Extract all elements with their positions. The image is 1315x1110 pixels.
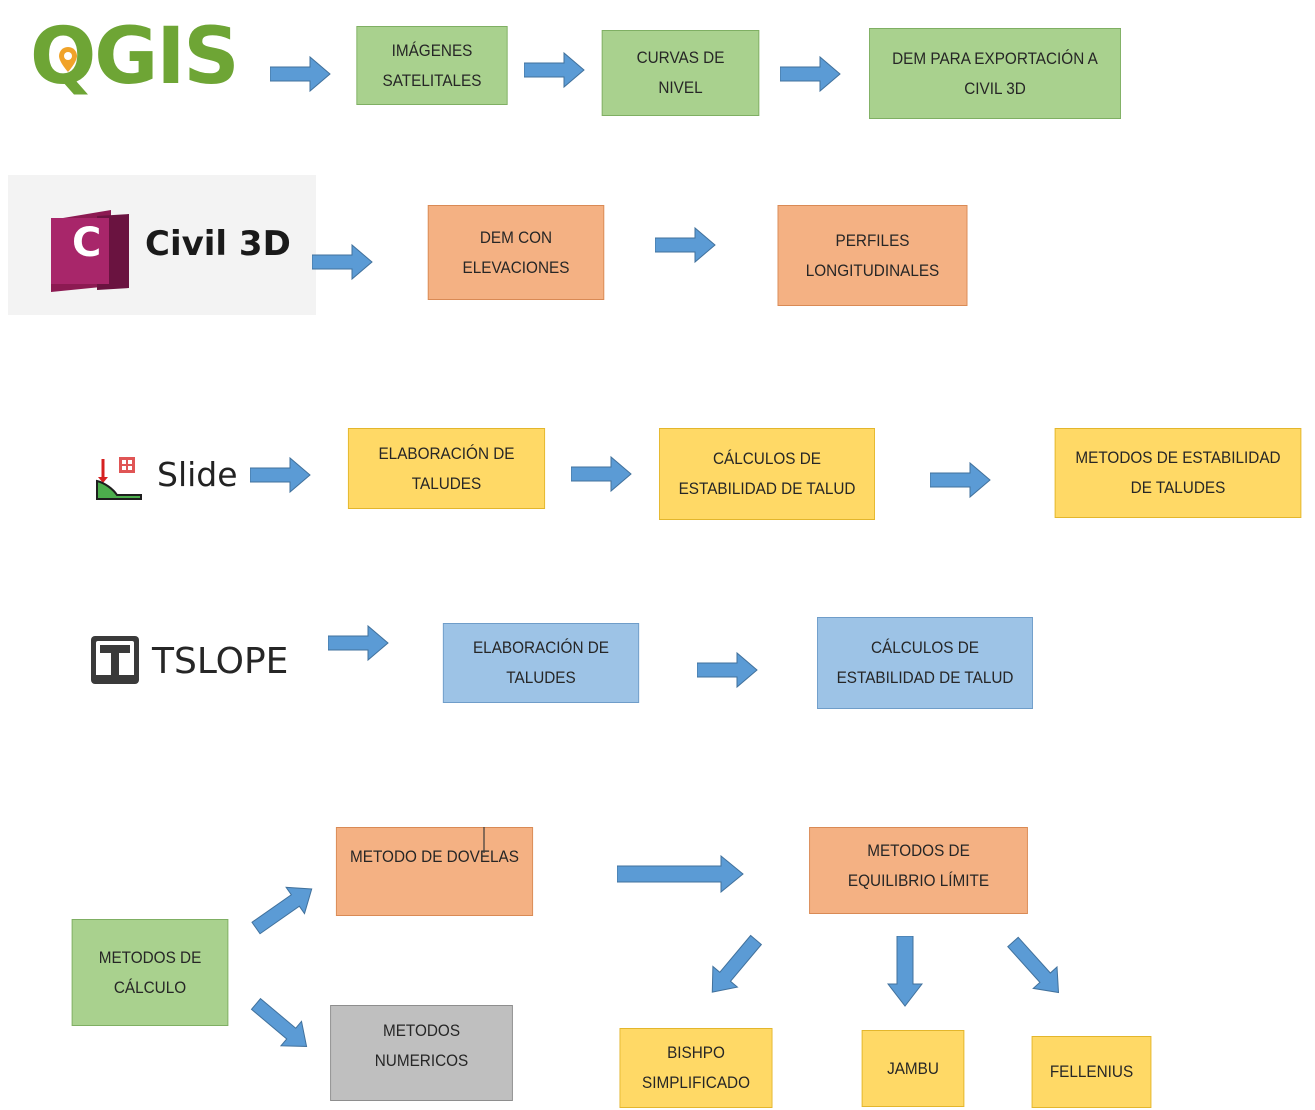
box-imagenes-satelitales-label: IMÁGENES SATELITALES [382, 40, 482, 90]
arrow-civil3d-to-dem-elev [312, 243, 373, 281]
box-dem-exportacion: DEM PARA EXPORTACIÓN A CIVIL 3D [869, 28, 1121, 119]
arrow-calculo-to-numericos [250, 997, 308, 1047]
qgis-pin-icon [59, 47, 77, 72]
box-jambu: JAMBU [861, 1030, 965, 1107]
box-slide-elaboracion-taludes-label: ELABORACIÓN DE TALUDES [378, 443, 515, 493]
arrow-curvas-to-dem [780, 55, 841, 93]
arrow-equilibrio-to-jambu [887, 936, 923, 1007]
box-perfiles-longitudinales-label: PERFILES LONGITUDINALES [805, 230, 940, 280]
box-dem-exportacion-label: DEM PARA EXPORTACIÓN A CIVIL 3D [892, 48, 1098, 98]
box-slide-calculos-estabilidad: CÁLCULOS DE ESTABILIDAD DE TALUD [659, 428, 875, 520]
box-metodos-estabilidad-taludes: METODOS DE ESTABILIDAD DE TALUDES [1054, 428, 1302, 518]
arrow-tslope-elaboracion-to-calculos [697, 651, 758, 689]
box-imagenes-satelitales: IMÁGENES SATELITALES [356, 26, 508, 105]
civil3d-logo-letter: C [72, 220, 102, 266]
arrow-elaboracion-to-calculos [571, 455, 632, 493]
arrow-calculo-to-dovelas [251, 886, 313, 935]
box-metodos-equilibrio-limite-label: METODOS DE EQUILIBRIO LÍMITE [847, 841, 990, 890]
box-fellenius-label: FELLENIUS [1049, 1062, 1134, 1081]
box-curvas-de-nivel-label: CURVAS DE NIVEL [636, 48, 725, 97]
box-tslope-calculos-estabilidad: CÁLCULOS DE ESTABILIDAD DE TALUD [817, 617, 1033, 709]
arrow-dem-elev-to-perfiles [655, 226, 716, 264]
arrow-slide-to-elaboracion [250, 456, 311, 494]
text-cursor-mark [483, 827, 485, 853]
box-tslope-elaboracion-taludes: ELABORACIÓN DE TALUDES [442, 623, 640, 703]
slide-logo-text: Slide [157, 455, 238, 494]
arrow-imagenes-to-curvas [524, 51, 585, 89]
box-tslope-elaboracion-taludes-label: ELABORACIÓN DE TALUDES [472, 638, 610, 687]
box-fellenius: FELLENIUS [1031, 1036, 1152, 1108]
box-metodos-de-calculo: METODOS DE CÁLCULO [71, 919, 229, 1026]
box-metodos-numericos: METODOS NUMERICOS [330, 1005, 513, 1101]
civil3d-logo-text: Civil 3D [145, 224, 291, 264]
box-metodos-numericos-label: METODOS NUMERICOS [374, 1021, 469, 1070]
arrow-qgis-to-imagenes [270, 55, 331, 93]
box-perfiles-longitudinales: PERFILES LONGITUDINALES [777, 205, 968, 306]
box-jambu-label: JAMBU [887, 1058, 939, 1078]
tslope-logo-icon [91, 636, 139, 684]
box-dem-con-elevaciones: DEM CON ELEVACIONES [427, 205, 605, 300]
box-metodo-de-dovelas-label: METODO DE DOVELAS [350, 847, 519, 866]
box-slide-calculos-estabilidad-label: CÁLCULOS DE ESTABILIDAD DE TALUD [678, 449, 856, 498]
civil3d-logo-icon [51, 210, 129, 292]
box-slide-elaboracion-taludes: ELABORACIÓN DE TALUDES [347, 428, 546, 509]
box-tslope-calculos-estabilidad-label: CÁLCULOS DE ESTABILIDAD DE TALUD [836, 638, 1014, 687]
box-curvas-de-nivel: CURVAS DE NIVEL [601, 30, 760, 116]
arrow-equilibrio-to-fellenius [1007, 936, 1060, 994]
box-metodos-equilibrio-limite: METODOS DE EQUILIBRIO LÍMITE [809, 827, 1028, 914]
arrow-equilibrio-to-bishop [711, 934, 763, 993]
box-metodo-de-dovelas: METODO DE DOVELAS [335, 827, 534, 916]
arrow-tslope-to-elaboracion [328, 624, 389, 662]
box-metodos-de-calculo-label: METODOS DE CÁLCULO [98, 947, 202, 997]
arrow-calculos-to-metodos [930, 461, 991, 499]
box-bishop-simplificado-label: BISHPO SIMPLIFICADO [642, 1043, 750, 1092]
box-metodos-estabilidad-taludes-label: METODOS DE ESTABILIDAD DE TALUDES [1075, 448, 1281, 497]
box-bishop-simplificado: BISHPO SIMPLIFICADO [619, 1028, 773, 1108]
arrow-dovelas-to-equilibrio [617, 855, 744, 893]
box-dem-con-elevaciones-label: DEM CON ELEVACIONES [462, 227, 570, 277]
slide-logo-icon [96, 457, 142, 500]
tslope-logo-text: TSLOPE [152, 641, 289, 682]
